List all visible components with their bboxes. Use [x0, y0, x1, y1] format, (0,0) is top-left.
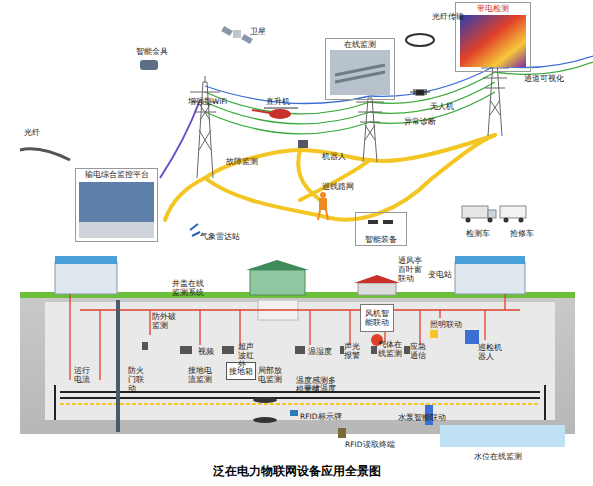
part-label: 直升机 — [266, 97, 290, 106]
part-label: 温湿度 — [308, 347, 332, 356]
part-label: 通道可视化 — [524, 74, 564, 83]
water — [440, 425, 565, 447]
satellite-icon — [221, 26, 253, 44]
cable-joint — [253, 417, 277, 423]
robot-icon — [298, 140, 308, 148]
fitting-icon — [140, 60, 158, 70]
part-label: 运行电流 — [74, 366, 90, 384]
thermal-callout: 带电检测 — [455, 2, 531, 72]
node-text: 风机智能联动 — [362, 309, 392, 327]
drone-icon — [410, 89, 430, 95]
node-text: 输电综合监控平台 — [85, 170, 149, 179]
part-label: 水位在线监测 — [474, 452, 522, 461]
substation-building — [55, 256, 525, 294]
rfid-tag-icon — [290, 410, 298, 416]
part-label: 巡线路网 — [322, 182, 354, 191]
part-label: 超声波红外 — [238, 342, 260, 369]
part-label: 卫星 — [250, 27, 266, 36]
part-label: 局部放电监测 — [258, 366, 282, 384]
binocular-icon — [368, 220, 393, 224]
vent-building — [358, 283, 396, 295]
part-label: 井盖在线监测系统 — [172, 279, 204, 297]
part-label: 带状温度 — [304, 384, 336, 393]
road-network — [165, 135, 495, 220]
part-label: RFID读取终端 — [345, 440, 395, 449]
fan-link-box: 风机智能联动 — [360, 304, 394, 332]
part-label: 光纤 — [24, 128, 40, 137]
part-label: 声光报警 — [344, 342, 360, 360]
manhole-building — [250, 270, 305, 295]
tunnel — [45, 302, 555, 420]
monitor-image — [335, 65, 385, 82]
node-text: 智能装备 — [365, 235, 397, 244]
part-label: 应急通信 — [410, 342, 426, 360]
part-label: 异常诊断 — [404, 117, 436, 126]
helicopter-icon — [252, 108, 298, 119]
truck-icon — [462, 206, 526, 223]
thermal-image — [460, 15, 526, 67]
part-label: 检测车 — [466, 229, 490, 238]
part-label: 照明联动 — [430, 320, 462, 329]
rfid-reader-icon — [338, 428, 346, 438]
part-label: 智能金具 — [136, 47, 168, 56]
monitor-image — [330, 50, 390, 95]
platform-photo-box: 输电综合监控平台 — [75, 168, 158, 242]
part-label: 抢修车 — [510, 229, 534, 238]
part-label: 视频 — [198, 347, 214, 356]
part-label: 故障监测 — [226, 157, 258, 166]
part-label: 防外破监测 — [152, 312, 176, 330]
vent-building — [354, 275, 400, 283]
power-line — [20, 56, 593, 178]
part-label: 通风亭百叶窗联动 — [398, 256, 428, 283]
part-label: RFID标示牌 — [300, 412, 342, 421]
transmission-tower — [190, 62, 509, 178]
radar-icon — [190, 224, 200, 236]
manhole-building — [246, 260, 309, 270]
part-label: 无人机 — [430, 102, 454, 111]
monitor-callout: 在线监测 — [325, 38, 395, 100]
caption: 泛在电力物联网设备应用全景图 — [0, 463, 593, 480]
control-room-photo — [79, 182, 154, 238]
part-label: 增强型WiFi — [188, 97, 227, 106]
part-label: 水泵智能联动 — [398, 413, 446, 422]
part-label: 巡检机器人 — [478, 343, 508, 361]
part-label: 气体在线监测 — [378, 340, 402, 358]
control-room-photo — [79, 222, 154, 238]
part-label: 接地电流监测 — [188, 366, 212, 384]
equipment-callout: 智能装备 — [355, 212, 407, 246]
part-label: 变电站 — [428, 270, 452, 279]
part-label: 光纤传输 — [432, 12, 464, 21]
part-label: 气象雷达站 — [200, 232, 240, 241]
pipe — [116, 300, 120, 432]
node-text: 在线监测 — [344, 40, 376, 49]
part-label: 机器人 — [322, 152, 346, 161]
worker-icon — [318, 192, 328, 220]
fiber-icon — [406, 34, 434, 46]
node-text: 带电检测 — [477, 4, 509, 13]
part-label: 防火门联动 — [128, 366, 144, 393]
ground — [20, 297, 575, 434]
cable-joint — [253, 397, 277, 403]
